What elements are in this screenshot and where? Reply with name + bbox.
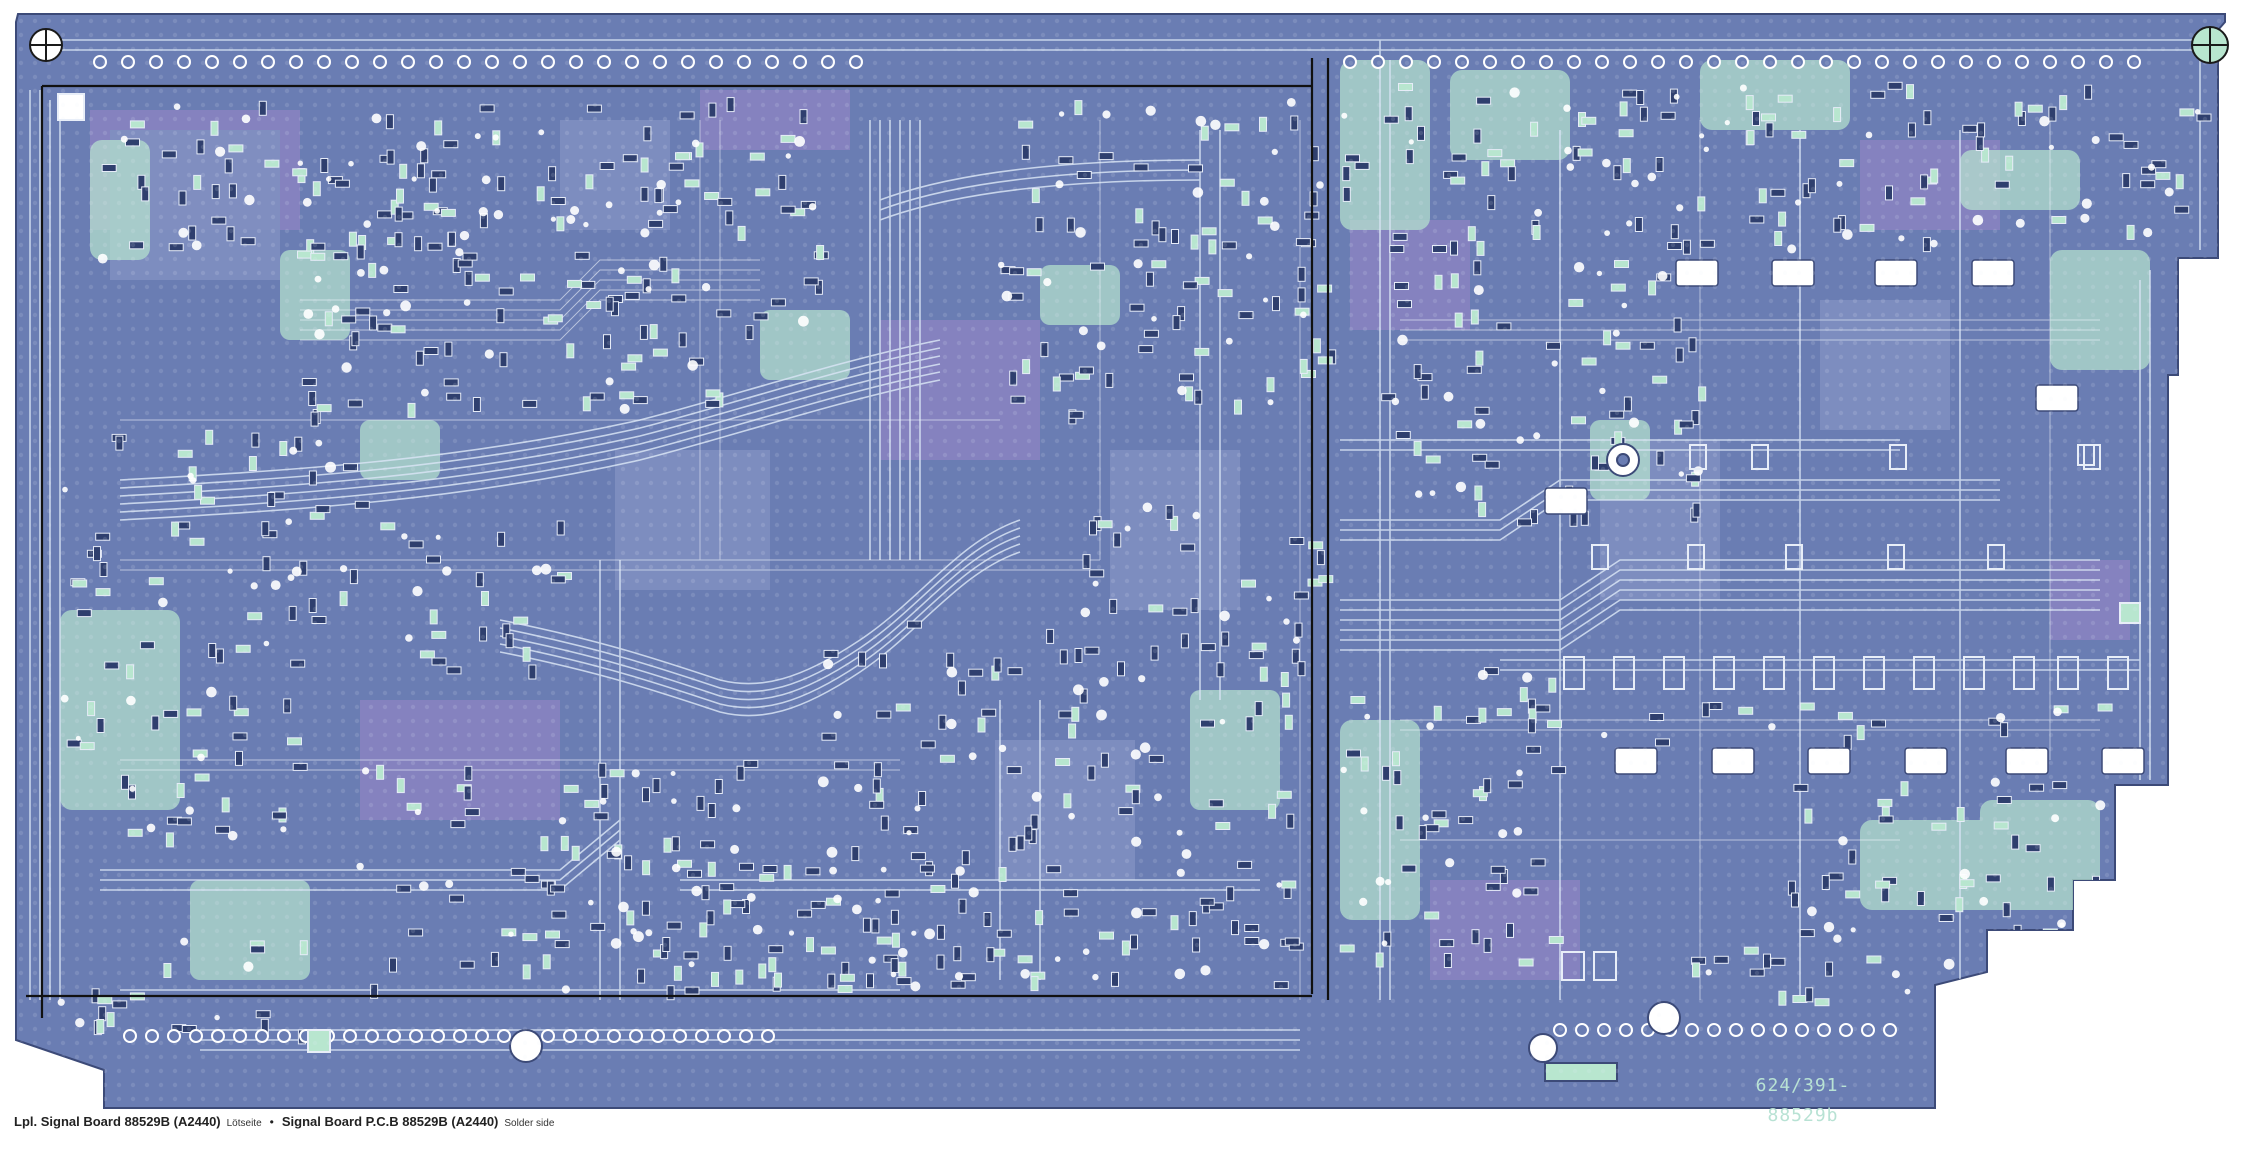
smd-component <box>2092 885 2101 901</box>
caption-german-side: Lötseite <box>226 1118 262 1129</box>
caption-english-side: Solder side <box>504 1118 555 1129</box>
smd-component <box>2105 927 2114 943</box>
caption-german-title: Lpl. Signal Board 88529B (A2440) <box>14 1114 221 1129</box>
board-part-number: 624/391-88529b <box>1755 1075 1851 1126</box>
caption: Lpl. Signal Board 88529B (A2440) Lötseit… <box>14 1114 554 1138</box>
caption-english-title: Signal Board P.C.B 88529B (A2440) <box>281 1114 499 1129</box>
registration-marks <box>29 26 2229 64</box>
caption-separator: • <box>269 1115 274 1129</box>
frame-lines <box>26 58 1330 1018</box>
